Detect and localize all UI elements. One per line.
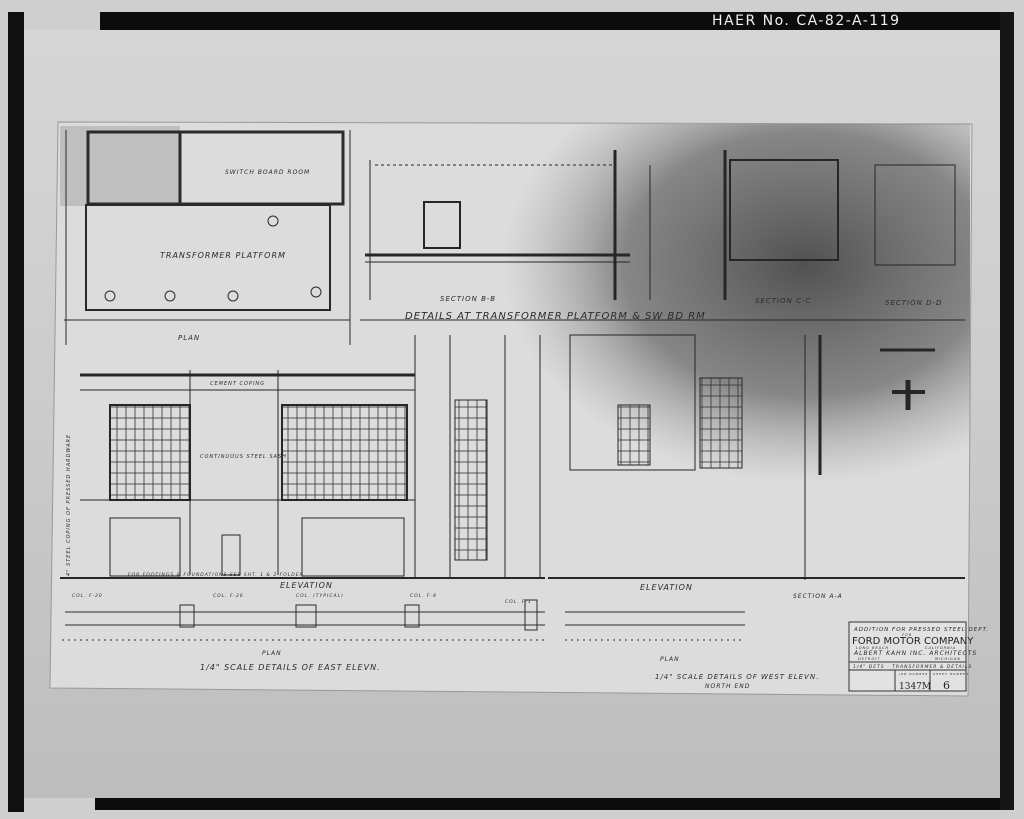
scale-west-subnote: NORTH END: [705, 683, 750, 690]
parapet-note: 4" STEEL COPING OF PRESSED HARDWARE: [66, 434, 72, 576]
job-label: JOB NUMBER: [898, 672, 928, 676]
plan-details-strip: [62, 599, 745, 641]
sheet-number: 6: [943, 679, 950, 692]
elevation-east-label: ELEVATION: [280, 581, 333, 590]
architect-name: ALBERT KAHN INC. ARCHITECTS: [853, 650, 977, 657]
film-frame-bottom: [95, 798, 1000, 810]
drawing-description: 1/4" DETS - TRANSFORMER & DETAILS: [853, 664, 972, 670]
col-label: COL. (TYPICAL): [296, 593, 344, 599]
switchboard-room-label: SWITCH BOARD ROOM: [225, 169, 310, 176]
plan-transformer-platform: [64, 130, 351, 345]
title-block: ADDITION FOR PRESSED STEEL DEPT. FOR FOR…: [848, 621, 989, 692]
section-dd-label: SECTION D-D: [885, 299, 942, 307]
plan-west-label: PLAN: [660, 656, 680, 663]
title-line1: ADDITION FOR PRESSED STEEL DEPT.: [853, 627, 989, 633]
film-frame-left: [8, 12, 24, 812]
architect-city: DETROIT: [858, 657, 880, 661]
plan-label-top: PLAN: [178, 334, 200, 342]
transformer-platform-label: TRANSFORMER PLATFORM: [160, 251, 286, 260]
scale-west-note: 1/4" SCALE DETAILS OF WEST ELEVN.: [655, 673, 819, 681]
haer-number-label: HAER No. CA-82-A-119: [712, 13, 901, 29]
west-elevation: [449, 334, 965, 580]
title-line2: FOR: [902, 633, 912, 637]
film-frame-right: [1000, 12, 1014, 810]
elevation-west-label: ELEVATION: [640, 583, 693, 592]
east-elevation: [60, 335, 545, 579]
sheet-label: SHEET NUMBER: [933, 672, 969, 676]
footing-note: FOR FOOTINGS & FOUNDATIONS SEE SHT. 1 & …: [128, 572, 304, 578]
film-frame-top: [100, 12, 1004, 30]
sections-top: [360, 150, 965, 321]
architect-state: MICHIGAN: [935, 657, 961, 661]
cement-coping-note: CEMENT COPING: [210, 381, 265, 387]
col-label: COL. F-26: [213, 593, 244, 599]
scale-east-note: 1/4" SCALE DETAILS OF EAST ELEVN.: [200, 663, 381, 672]
section-cc-label: SECTION C-C: [755, 297, 811, 305]
job-number: 1347M: [899, 682, 931, 692]
location-right: CALIFORNIA: [925, 646, 956, 650]
plan-east-label: PLAN: [262, 650, 282, 657]
col-label: COL. F-20: [72, 593, 103, 599]
location-left: LONG BEACH: [856, 646, 889, 650]
details-title: DETAILS AT TRANSFORMER PLATFORM & SW BD …: [405, 311, 706, 322]
continuous-sash-note: CONTINUOUS STEEL SASH: [200, 454, 287, 460]
section-aa-label: SECTION A-A: [793, 593, 843, 600]
section-bb-label: SECTION B-B: [440, 295, 496, 303]
company-name: FORD MOTOR COMPANY: [852, 636, 974, 647]
col-label: COL. F-8: [410, 593, 437, 599]
col-label: COL. F-1: [505, 599, 532, 605]
